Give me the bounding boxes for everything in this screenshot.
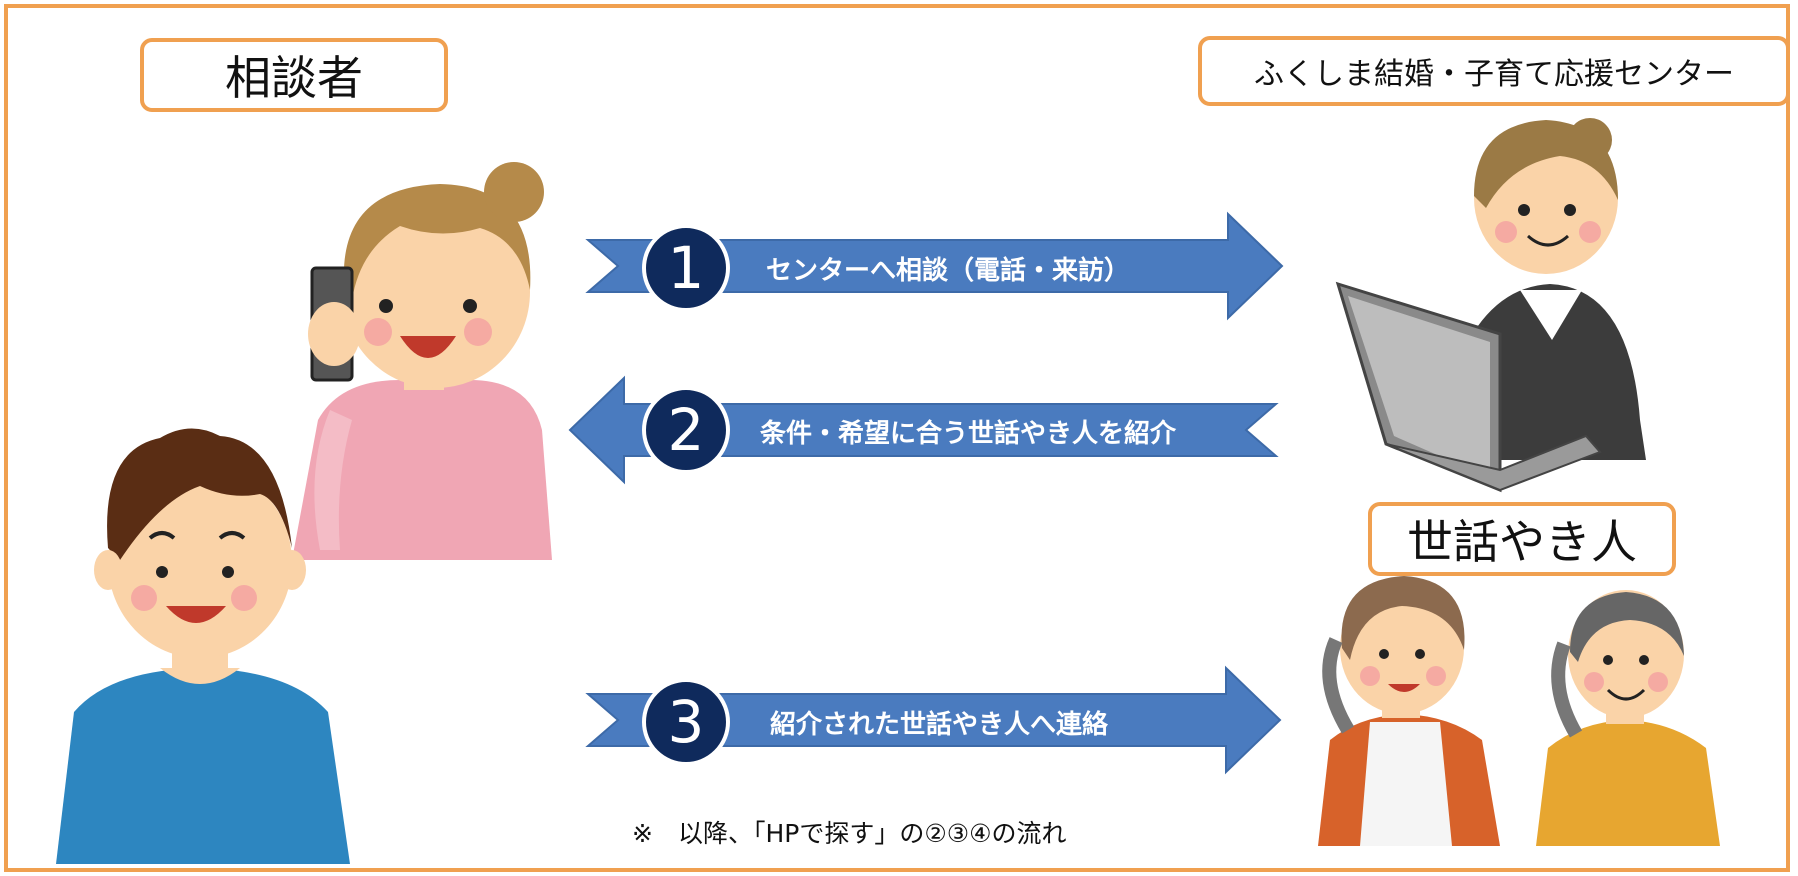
step-2-text: 条件・希望に合う世話やき人を紹介 [760, 419, 1177, 449]
step-2-number: 2 [668, 396, 705, 464]
step-1-number: 1 [668, 234, 705, 302]
arrow-step-2 [568, 375, 1279, 485]
arrow-step-3 [585, 665, 1282, 775]
elderly-couple-on-phone-icon [1318, 576, 1720, 846]
consultant-label-text: 相談者 [225, 51, 363, 105]
step-3-number-circle: 3 [642, 678, 730, 766]
center-label: ふくしま結婚・子育て応援センター [1198, 36, 1790, 106]
matchmaker-label: 世話やき人 [1368, 502, 1676, 576]
man-smiling-icon [56, 428, 350, 864]
step-3-number: 3 [668, 688, 705, 756]
matchmaker-label-text: 世話やき人 [1407, 515, 1637, 569]
footnote: ※ 以降、「HPで探す」の②③④の流れ [632, 819, 1067, 848]
staff-at-laptop-icon [1335, 118, 1646, 493]
diagram-frame [4, 4, 1790, 872]
step-3-text: 紹介された世話やき人へ連絡 [770, 710, 1109, 740]
woman-on-phone-icon [292, 162, 552, 560]
arrow-step-1 [585, 211, 1284, 321]
step-1-number-circle: 1 [642, 224, 730, 312]
consultant-label: 相談者 [140, 38, 448, 112]
center-label-text: ふくしま結婚・子育て応援センター [1254, 57, 1734, 92]
step-1-text: センターへ相談（電話・来訪） [766, 256, 1131, 286]
step-2-number-circle: 2 [642, 386, 730, 474]
